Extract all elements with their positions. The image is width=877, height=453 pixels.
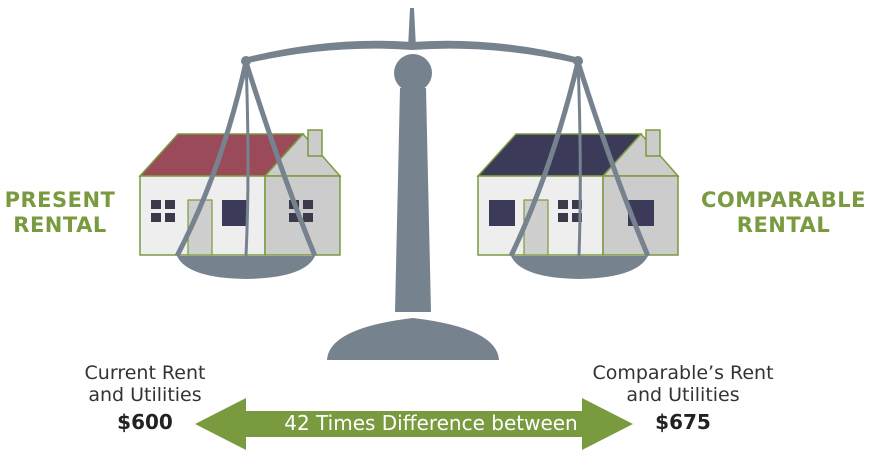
difference-arrow-label: 42 Times Difference between	[284, 411, 578, 435]
scale-icon	[174, 8, 651, 360]
comparable-rent-line2: and Utilities	[626, 384, 740, 406]
current-rent-amount: $600	[117, 410, 173, 434]
present-rental-label-line1: PRESENT	[4, 188, 116, 212]
comparable-rental-house-icon	[476, 129, 680, 256]
comparable-rent-block: Comparable’s Rent and Utilities $675	[560, 362, 806, 433]
present-rental-label: PRESENT RENTAL	[0, 188, 120, 238]
comparable-rent-line1: Comparable’s Rent	[592, 362, 774, 384]
comparable-rental-label-line2: RENTAL	[736, 213, 831, 237]
double-arrow-icon	[195, 398, 633, 450]
comparable-rental-label-line1: COMPARABLE	[700, 188, 867, 212]
comparable-rent-amount: $675	[655, 410, 711, 434]
present-rental-house-icon	[138, 129, 342, 256]
current-rent-block: Current Rent and Utilities $600	[40, 362, 250, 433]
current-rent-line1: Current Rent	[84, 362, 206, 384]
current-rent-line2: and Utilities	[88, 384, 202, 406]
comparable-rental-label: COMPARABLE RENTAL	[690, 188, 877, 238]
present-rental-label-line2: RENTAL	[13, 213, 107, 237]
